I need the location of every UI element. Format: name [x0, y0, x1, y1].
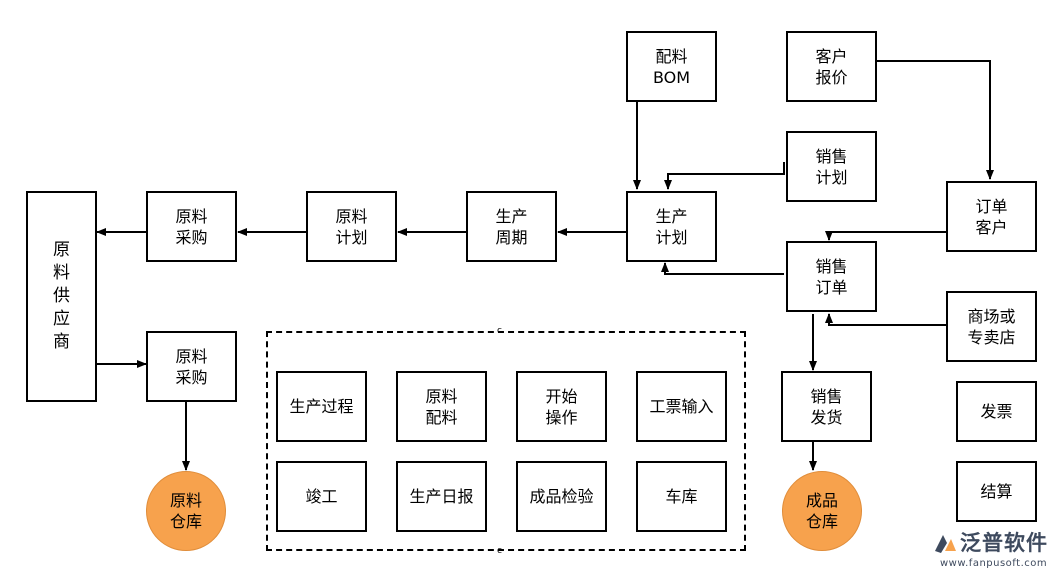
node-production-plan: 生产 计划: [626, 191, 717, 262]
node-invoice: 发票: [956, 381, 1037, 442]
group-item-start-operation: 开始 操作: [516, 371, 607, 442]
logo-url: www.fanpusoft.com: [940, 558, 1048, 569]
arrow-quote-to-order: [876, 60, 994, 180]
group-item-daily-report: 生产日报: [396, 461, 487, 532]
node-customer-quote: 客户 报价: [786, 31, 877, 102]
group-item-quality-inspection: 成品检验: [516, 461, 607, 532]
node-sales-delivery: 销售 发货: [781, 371, 872, 442]
node-customer-order: 订单 客户: [946, 181, 1037, 252]
group-item-production-process: 生产过程: [276, 371, 367, 442]
arrow-store-to-sales-order: [825, 313, 946, 326]
fanpu-logo-icon: [935, 535, 956, 553]
node-material-purchase-bottom: 原料 采购: [146, 331, 237, 402]
node-bom: 配料 BOM: [626, 31, 717, 102]
group-item-garage: 车库: [636, 461, 727, 532]
arrow-sales-order-to-prod-plan: [661, 262, 784, 275]
brand-logo: 泛普软件 www.fanpusoft.com: [932, 528, 1058, 574]
node-production-cycle: 生产 周期: [466, 191, 557, 262]
arrow-order-to-sales-order: [825, 231, 947, 241]
group-handle-top: c: [497, 326, 502, 336]
node-material-purchase-top: 原料 采购: [146, 191, 237, 262]
logo-name: 泛普软件: [960, 531, 1048, 555]
node-material-supplier: 原 料 供 应 商: [26, 191, 97, 402]
node-mall-store: 商场或 专卖店: [946, 291, 1037, 362]
warehouse-raw-materials: 原料 仓库: [146, 471, 226, 551]
node-settlement: 结算: [956, 461, 1037, 522]
group-handle-bottom: c: [497, 546, 502, 556]
group-item-ticket-input: 工票输入: [636, 371, 727, 442]
node-sales-order: 销售 订单: [786, 241, 877, 312]
warehouse-finished-goods: 成品 仓库: [782, 471, 862, 551]
group-item-material-batching: 原料 配料: [396, 371, 487, 442]
node-material-plan: 原料 计划: [306, 191, 397, 262]
node-sales-plan: 销售 计划: [786, 131, 877, 202]
arrow-sales-plan-to-prod-plan: [664, 162, 785, 190]
group-item-completion: 竣工: [276, 461, 367, 532]
production-group-container: [266, 331, 746, 551]
